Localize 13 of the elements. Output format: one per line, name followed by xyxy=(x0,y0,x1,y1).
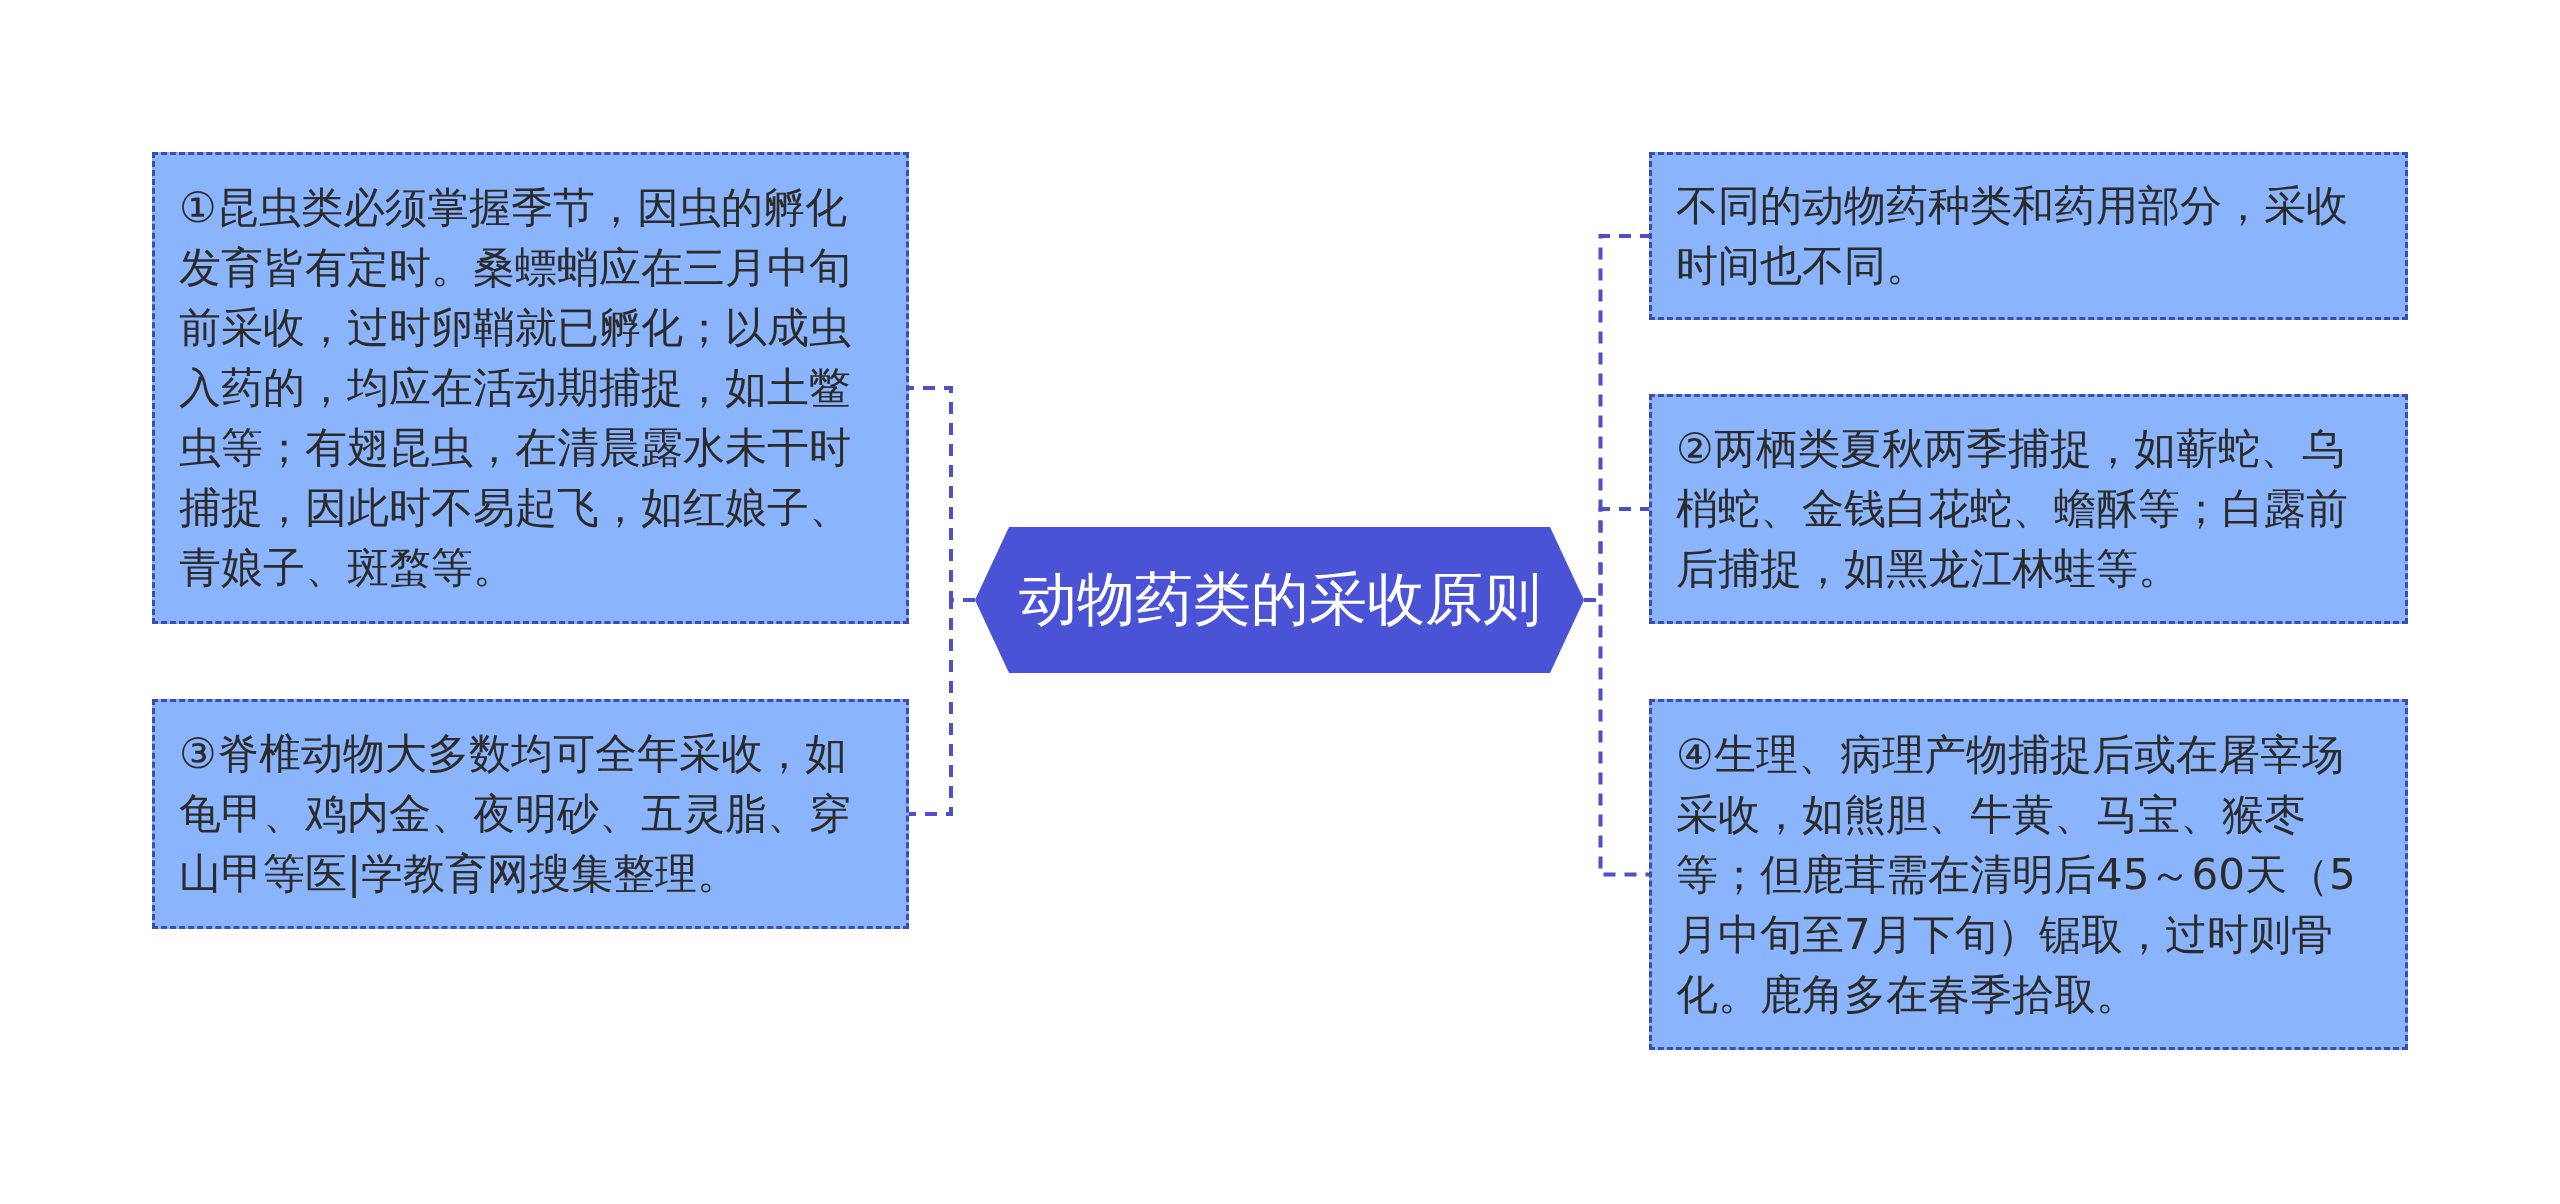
topic-box xyxy=(152,152,909,624)
topic-box xyxy=(1649,394,2408,624)
connector-line xyxy=(909,598,975,816)
topic-box xyxy=(1649,152,2408,320)
topic-text: 不同的动物药种类和药用部分，采收时间也不同。 xyxy=(1676,180,2349,292)
central-topic-text: 动物药类的采收原则 xyxy=(1018,564,1541,635)
topic-text: ①昆虫类必须掌握季节，因虫的孵化发育皆有定时。桑螵蛸应在三月中旬前采收，过时卵鞘就已孵化；以成虫入药的，均应在活动期捕捉，如土鳖虫等；有翅昆虫，在清晨露水未干时捕捉，因此时不易起飞，如红娘子、青娘子、斑蝥等。 xyxy=(179,182,852,594)
topic-box xyxy=(1649,699,2408,1050)
topic-text: ②两栖类夏秋两季捕捉，如蕲蛇、乌梢蛇、金钱白花蛇、蟾酥等；白露前后捕捉，如黑龙江林蛙等。 xyxy=(1676,423,2349,595)
connector-line xyxy=(1584,598,1649,877)
topic-text: ④生理、病理产物捕捉后或在屠宰场采收，如熊胆、牛黄、马宝、猴枣等；但鹿茸需在清明后45～60天（5月中旬至7月下旬）锯取，过时则骨化。鹿角多在春季拾取。 xyxy=(1676,728,2357,1021)
topic-box xyxy=(152,699,909,929)
topic-text: ③脊椎动物大多数均可全年采收，如龟甲、鸡内金、夜明砂、五灵脂、穿山甲等医|学教育网搜集整理。 xyxy=(179,728,852,900)
